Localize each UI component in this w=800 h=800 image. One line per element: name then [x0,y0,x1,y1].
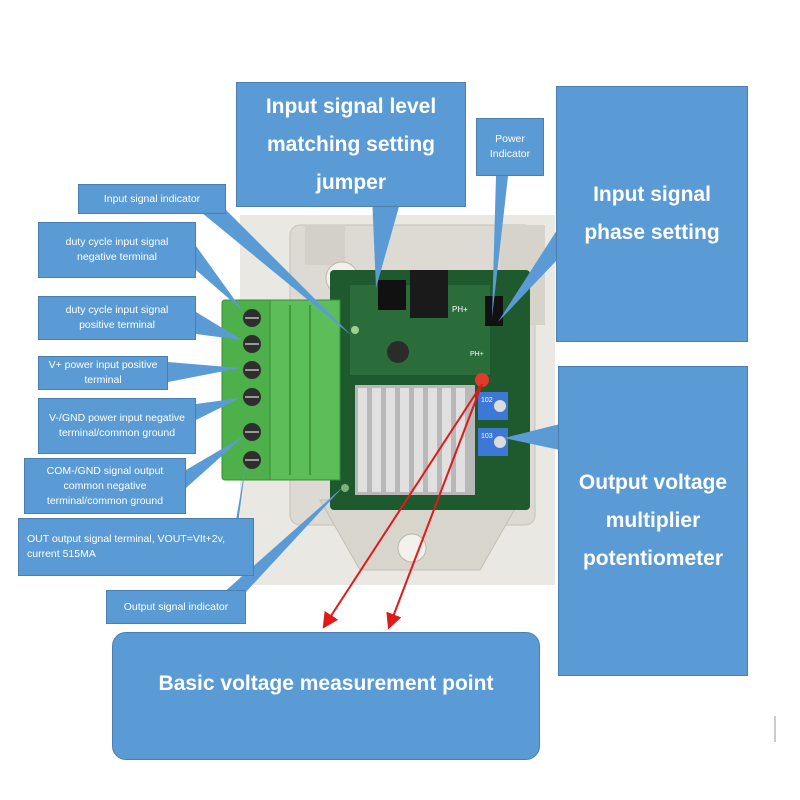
ic-socket [378,280,406,310]
callout-duty-neg: duty cycle input signal negative termina… [38,222,196,278]
callout-multiplier-text: Output voltage multiplier potentiometer [578,471,728,570]
callout-duty-pos-text: duty cycle input signal positive termina… [65,304,169,331]
pot-mark-2: 103 [481,433,493,440]
enclosure-top-tab [305,225,345,265]
output-led [341,484,349,492]
red-led [475,373,489,387]
terminal-screws [243,309,261,469]
callout-duty-pos: duty cycle input signal positive termina… [38,296,196,340]
potentiometers [478,392,508,456]
callout-multiplier: Output voltage multiplier potentiometer [558,366,748,676]
callout-vminus-text: V-/GND power input negative terminal/com… [49,412,185,439]
callout-power-indicator: Power Indicator [476,118,544,176]
callout-measurement: Basic voltage measurement point [112,632,540,760]
callout-vplus-text: V+ power input positive terminal [48,359,158,386]
callout-com: COM-/GND signal output common negative t… [24,458,186,514]
callout-jumper: Input signal level matching setting jump… [236,82,466,207]
pot-mark-1: 102 [481,397,493,404]
mounting-hole-bottom [397,533,427,563]
callout-com-text: COM-/GND signal output common negative t… [46,464,164,507]
callout-input-indicator: Input signal indicator [78,184,226,214]
callout-jumper-text: Input signal level matching setting jump… [265,94,437,194]
callout-output-indicator-text: Output signal indicator [123,600,229,613]
capacitor [387,341,409,363]
callout-vminus: V-/GND power input negative terminal/com… [38,398,196,454]
callout-phase-text: Input signal phase setting [584,183,720,244]
callout-measurement-text: Basic voltage measurement point [158,672,494,695]
green-led [351,326,359,334]
callout-phase: Input signal phase setting [556,86,748,342]
callout-vplus: V+ power input positive terminal [38,356,168,390]
ic-chip [410,270,448,318]
callout-power-indicator-text: Power Indicator [489,133,531,160]
ph-mark-1: PH+ [452,305,468,314]
callout-input-indicator-text: Input signal indicator [103,192,201,205]
callout-out-text: OUT output signal terminal, VOUT=VIt+2v,… [27,533,226,560]
callout-duty-neg-text: duty cycle input signal negative termina… [65,236,169,263]
image-edge-mark [774,716,776,742]
terminal-plug [269,299,341,481]
ph-mark-2: PH+ [470,351,484,358]
callout-out: OUT output signal terminal, VOUT=VIt+2v,… [18,518,254,576]
jumper-header [485,296,503,326]
heatsink [355,385,475,495]
callout-output-indicator: Output signal indicator [106,590,246,624]
